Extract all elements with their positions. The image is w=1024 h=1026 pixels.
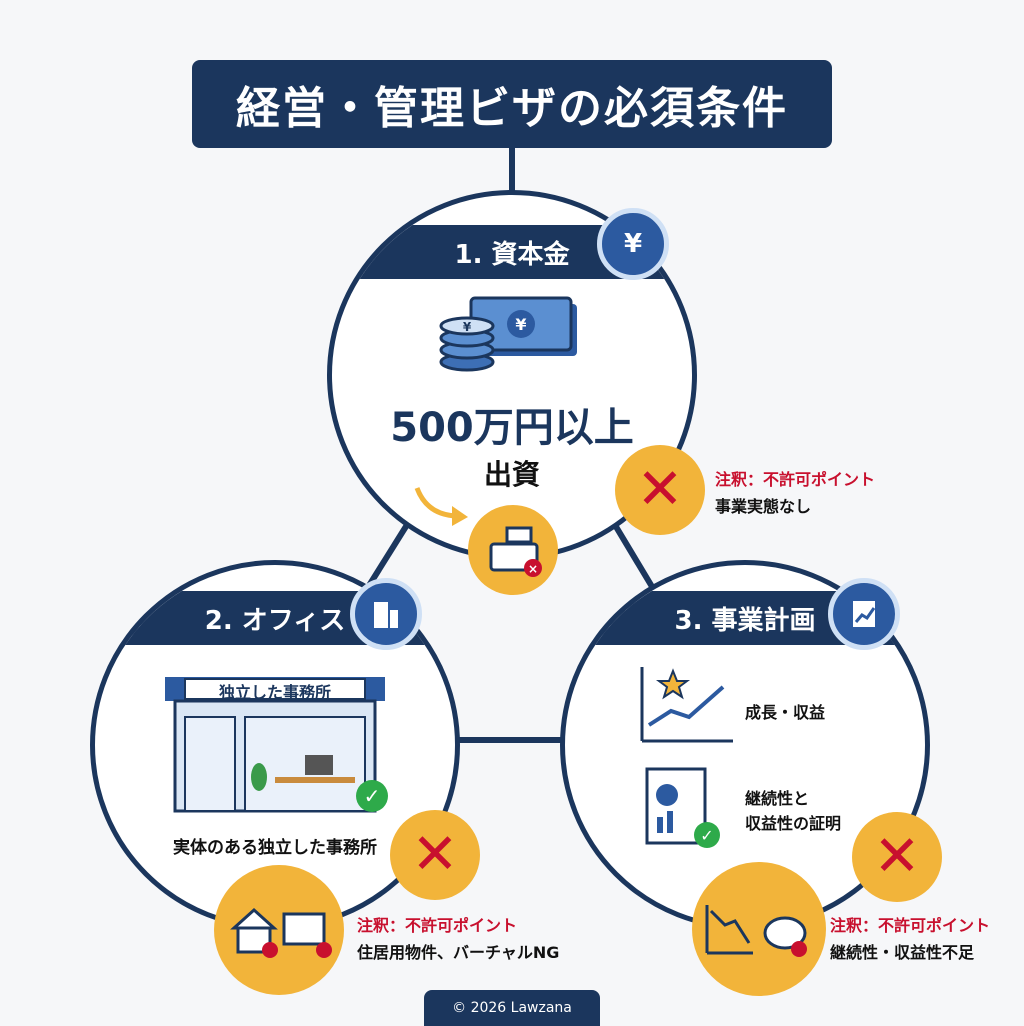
capital-amount: 500万円以上 bbox=[390, 405, 634, 451]
document-chart-icon bbox=[828, 578, 900, 650]
office-storefront-icon bbox=[165, 677, 385, 813]
svg-text:¥: ¥ bbox=[463, 320, 472, 334]
capital-note-text: 事業実態なし bbox=[715, 497, 812, 516]
business-item-proof-1: 継続性と bbox=[745, 789, 810, 808]
capital-sub: 出資 bbox=[483, 458, 540, 491]
office-caption: 実体のある独立した事務所 bbox=[173, 838, 377, 858]
money-stack-icon: ¥ ¥ bbox=[439, 296, 577, 372]
business-note-text: 継続性・収益性不足 bbox=[830, 943, 975, 962]
reject-icon: ✕ bbox=[390, 810, 480, 900]
reject-icon: ✕ bbox=[615, 445, 705, 535]
cash-register-badge: × bbox=[468, 505, 558, 595]
check-icon: ✓ bbox=[356, 780, 388, 812]
svg-text:×: × bbox=[528, 562, 538, 576]
arrow-icon bbox=[414, 487, 468, 526]
office-note-label: 注釈：不許可ポイント bbox=[357, 916, 518, 935]
copyright-footer: © 2026 Lawzana bbox=[424, 990, 600, 1026]
page-title: 経営・管理ビザの必須条件 bbox=[192, 60, 832, 148]
report-icon: ✓ bbox=[645, 767, 720, 848]
svg-text:¥: ¥ bbox=[515, 315, 526, 334]
house-computer-icon bbox=[230, 907, 332, 958]
cash-register-icon: × bbox=[489, 526, 542, 577]
house-computer-badge bbox=[214, 865, 344, 995]
growth-chart-icon bbox=[640, 667, 733, 743]
building-icon bbox=[350, 578, 422, 650]
office-note-text: 住居用物件、バーチャルNG bbox=[357, 943, 560, 962]
decline-piggybank-badge bbox=[692, 862, 826, 996]
capital-note-label: 注釈：不許可ポイント bbox=[715, 470, 876, 489]
business-item-growth: 成長・収益 bbox=[745, 703, 826, 722]
business-item-proof-2: 収益性の証明 bbox=[745, 814, 842, 833]
reject-icon: ✕ bbox=[852, 812, 942, 902]
svg-text:✓: ✓ bbox=[700, 826, 713, 845]
decline-piggybank-icon bbox=[705, 905, 807, 957]
office-sign: 独立した事務所 bbox=[218, 683, 331, 702]
coins-icon: ¥ bbox=[597, 208, 669, 280]
business-note-label: 注釈：不許可ポイント bbox=[830, 916, 991, 935]
